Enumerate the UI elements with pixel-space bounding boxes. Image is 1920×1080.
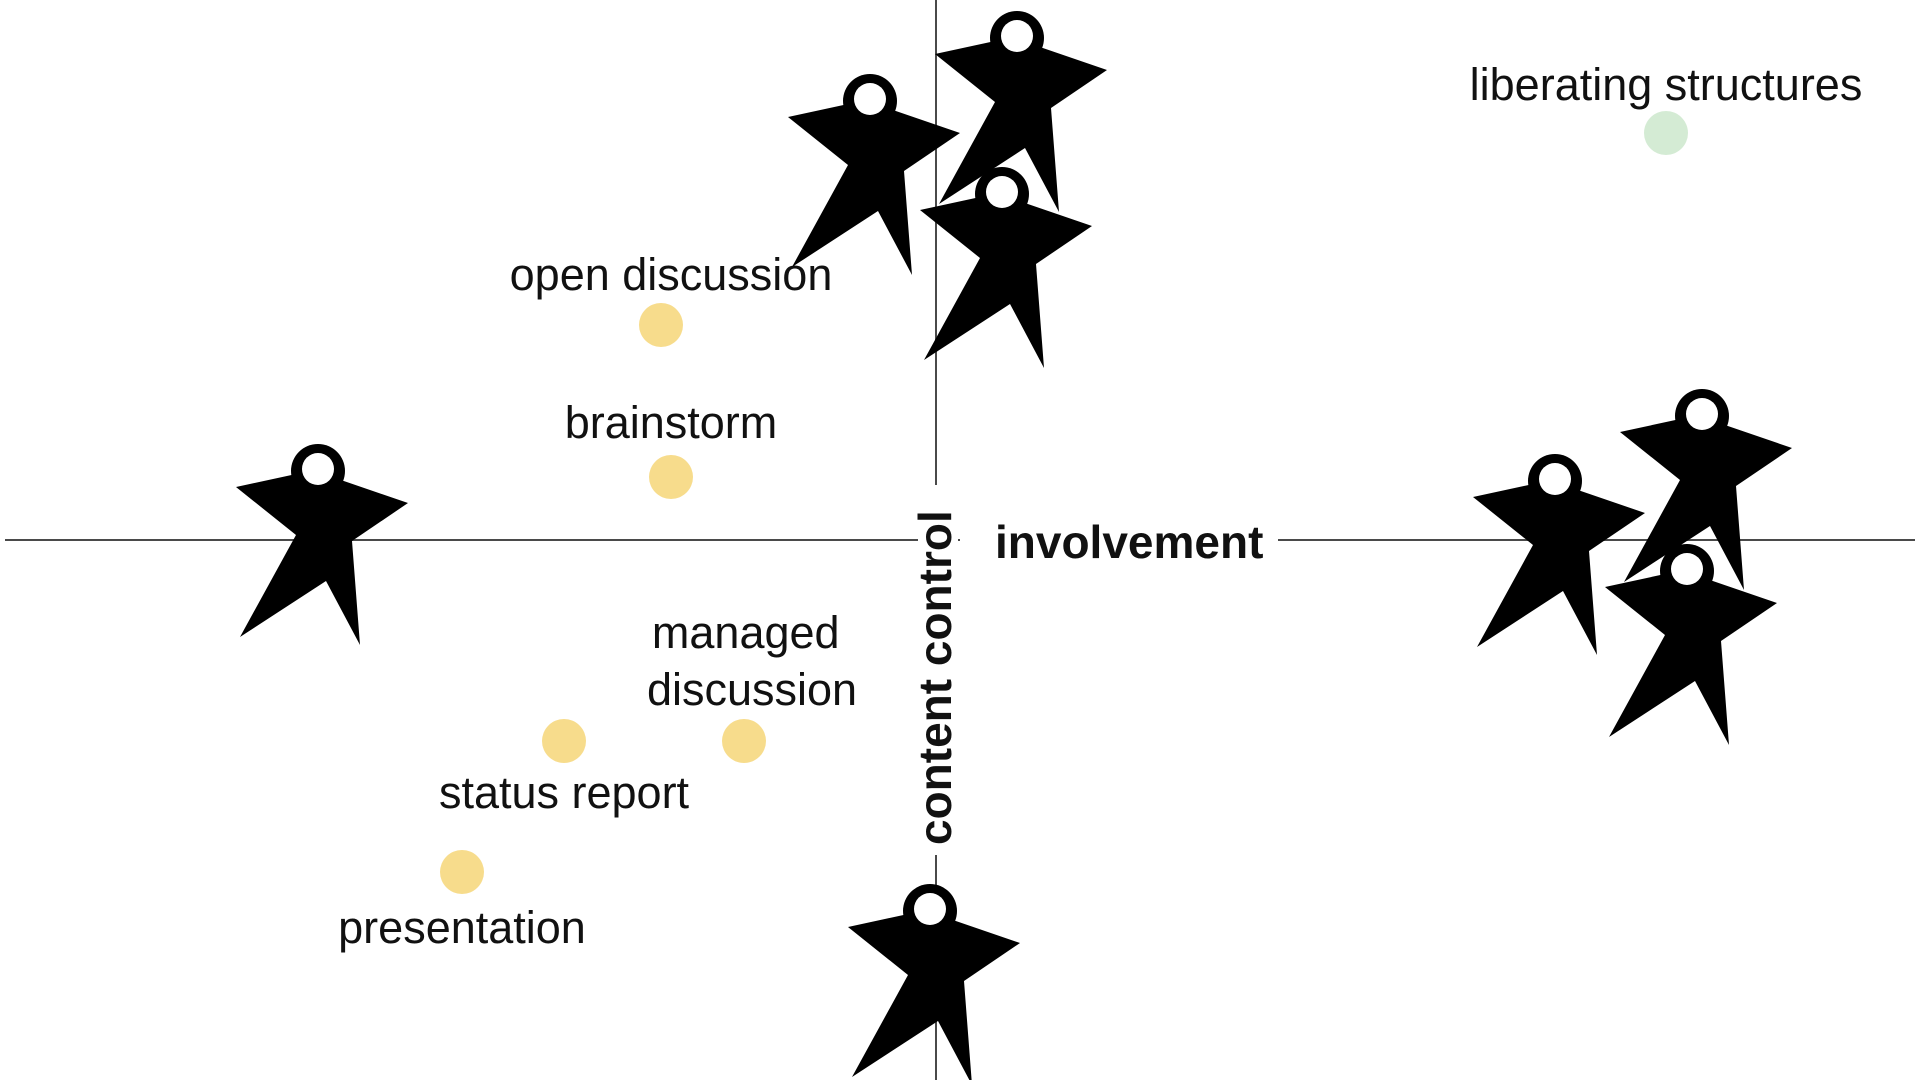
bottom-single-icon — [848, 884, 1020, 1080]
managed-discussion-dot — [722, 719, 766, 763]
left-single-icon — [236, 444, 408, 645]
status-report-dot — [542, 719, 586, 763]
horizontal-axis-label: involvement — [995, 516, 1263, 568]
presentation-dot — [440, 850, 484, 894]
presentation-label: presentation — [338, 902, 586, 953]
brainstorm-label: brainstorm — [565, 397, 778, 448]
open-discussion-dot — [639, 303, 683, 347]
liberating-structures-dot — [1644, 111, 1688, 155]
axes — [5, 0, 1915, 1080]
person-figure-icon — [788, 74, 960, 275]
person-figure-icon — [848, 884, 1020, 1080]
method-dots — [440, 111, 1688, 894]
open-discussion-label: open discussion — [510, 249, 833, 300]
person-figure-icon — [1473, 454, 1645, 655]
liberating-structures-label: liberating structures — [1470, 59, 1863, 110]
method-labels: open discussion brainstorm managed discu… — [338, 59, 1862, 953]
right-crowd-icon — [1473, 389, 1792, 745]
vertical-axis-label: content control — [909, 510, 961, 845]
person-figure-icon — [236, 444, 408, 645]
top-crowd-icon — [788, 11, 1107, 368]
status-report-label: status report — [439, 767, 690, 818]
managed-discussion-label: managed discussion — [647, 607, 857, 715]
brainstorm-dot — [649, 455, 693, 499]
